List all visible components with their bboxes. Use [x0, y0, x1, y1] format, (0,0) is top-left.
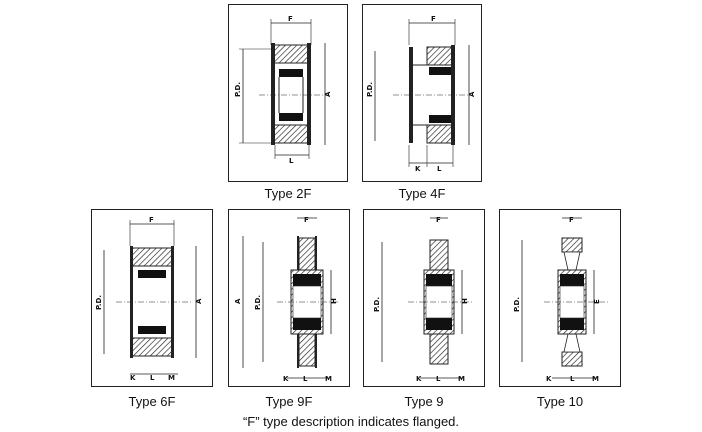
dim-k-label: K [416, 375, 422, 383]
dim-a-label: A [468, 91, 476, 97]
caption-type-9: Type 9 [404, 394, 444, 409]
dim-h-label: H [461, 298, 469, 304]
dim-m-label: M [458, 375, 465, 383]
pulley-panel-type-6f: F P.D. A K L M [91, 209, 213, 387]
dim-f-label: F [436, 216, 441, 224]
pulley-panel-type-10: F P.D. E K L M [499, 209, 621, 387]
dim-l-label: L [437, 165, 442, 173]
dim-pd-label: P.D. [373, 297, 381, 312]
dim-a-label: A [234, 298, 242, 304]
dim-pd-label: P.D. [366, 82, 374, 97]
dim-l-label: L [436, 375, 441, 383]
dim-m-label: M [325, 375, 332, 383]
dim-l-label: L [150, 374, 155, 382]
pulley-panel-type-2f: F P.D. A L [228, 4, 348, 182]
caption-type-2f: Type 2F [264, 186, 312, 201]
pulley-drawing-type-4f: F P.D. A K L [366, 15, 476, 173]
dim-h-label: H [330, 298, 338, 304]
dim-f-label: F [431, 15, 436, 23]
dim-f-label: F [569, 216, 574, 224]
dim-m-label: M [168, 374, 175, 382]
pulley-drawing-type-6f: F P.D. A K L M [95, 216, 203, 382]
dim-a-label: A [195, 298, 203, 304]
dim-k-label: K [415, 165, 421, 173]
caption-type-9f: Type 9F [265, 394, 313, 409]
pulley-drawing-type-10: F P.D. E K L M [513, 216, 608, 383]
dim-pd-label: P.D. [95, 295, 103, 310]
pulley-panel-type-9f: F A P.D. H K L M [228, 209, 350, 387]
pulley-drawing-type-9: F P.D. H K L M [373, 216, 472, 383]
pulley-panel-type-9: F P.D. H K L M [363, 209, 485, 387]
dim-f-label: F [304, 216, 309, 224]
dim-l-label: L [303, 375, 308, 383]
dim-k-label: K [546, 375, 552, 383]
dim-f-label: F [149, 216, 154, 224]
pulley-panel-type-4f: F P.D. A K L [362, 4, 482, 182]
dim-a-label: A [324, 91, 332, 97]
dim-l-label: L [570, 375, 575, 383]
dim-m-label: M [592, 375, 599, 383]
dim-e-label: E [593, 299, 601, 304]
dim-k-label: K [130, 374, 136, 382]
dim-f-label: F [288, 15, 293, 23]
dim-pd-label: P.D. [234, 82, 242, 97]
footnote: “F” type description indicates flanged. [242, 414, 460, 429]
caption-type-10: Type 10 [536, 394, 584, 409]
caption-type-6f: Type 6F [128, 394, 176, 409]
pulley-drawing-type-2f: F P.D. A L [234, 15, 332, 165]
caption-type-4f: Type 4F [398, 186, 446, 201]
dim-pd-label: P.D. [254, 295, 262, 310]
pulley-drawing-type-9f: F A P.D. H K L M [234, 216, 339, 383]
dim-l-label: L [289, 157, 294, 165]
dim-k-label: K [283, 375, 289, 383]
dim-pd-label: P.D. [513, 297, 521, 312]
